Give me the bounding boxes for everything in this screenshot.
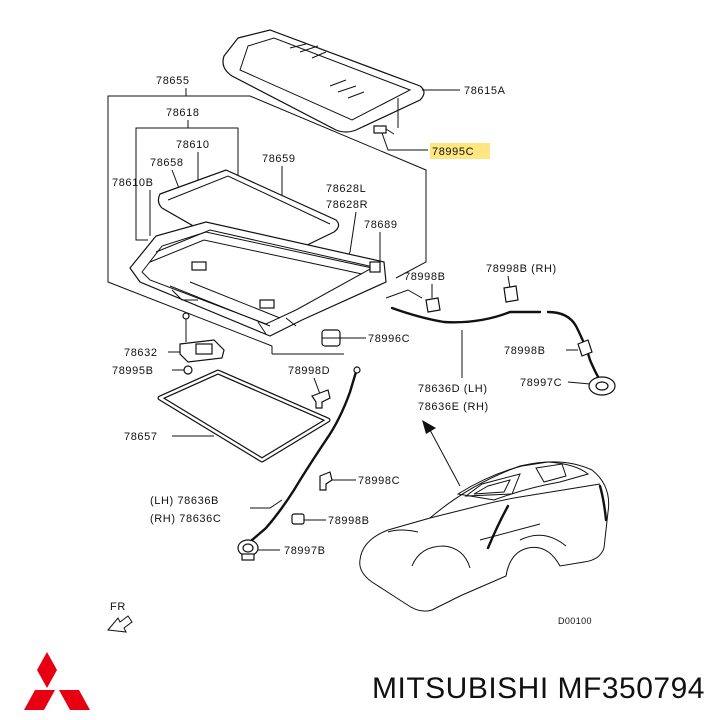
label-78998c: 78998C bbox=[358, 475, 400, 487]
clip-78998c bbox=[319, 471, 333, 491]
label-78997c: 78997C bbox=[520, 377, 562, 389]
label-78995b: 78995B bbox=[112, 365, 154, 377]
label-78628r: 78628R bbox=[326, 199, 368, 211]
label-78636c: (RH) 78636C bbox=[150, 513, 221, 525]
label-78998b-c: 78998B bbox=[328, 515, 370, 527]
label-78998b-a: 78998B bbox=[404, 271, 446, 283]
label-78636b: (LH) 78636B bbox=[150, 495, 219, 507]
car-illustration bbox=[359, 461, 610, 612]
highlight-78995c bbox=[430, 143, 490, 159]
screw-78995c bbox=[373, 125, 395, 135]
screw-78995b bbox=[183, 365, 193, 375]
drain-hose-front bbox=[250, 370, 358, 542]
label-78655: 78655 bbox=[156, 75, 190, 87]
label-78657: 78657 bbox=[124, 431, 158, 443]
clip-78998b-right bbox=[577, 339, 593, 357]
three-diamond-logo bbox=[24, 652, 90, 710]
clip-78998b-rh bbox=[503, 285, 519, 303]
brand-caption: MITSUBISHI MF350794 bbox=[372, 672, 705, 705]
label-78636e: 78636E (RH) bbox=[418, 401, 489, 413]
grommet-78996c bbox=[321, 329, 341, 347]
drain-hose-rear-left bbox=[390, 306, 542, 324]
weatherstrip-78657 bbox=[157, 369, 331, 463]
label-78610: 78610 bbox=[176, 139, 210, 151]
drain-hose-rear-right bbox=[546, 310, 602, 382]
grommet-78997b bbox=[237, 539, 259, 561]
label-78996c: 78996C bbox=[368, 333, 410, 345]
front-arrow-icon bbox=[107, 615, 133, 633]
label-78997b: 78997B bbox=[284, 545, 326, 557]
label-78610b: 78610B bbox=[112, 177, 154, 189]
label-78615a: 78615A bbox=[464, 85, 506, 97]
fr-label: FR bbox=[110, 601, 126, 613]
label-78659: 78659 bbox=[262, 153, 296, 165]
sunroof-glass bbox=[222, 29, 425, 133]
label-78636d: 78636D (LH) bbox=[418, 383, 488, 395]
grommet-78997c bbox=[588, 376, 616, 396]
clip-78998b-lower bbox=[291, 513, 305, 525]
sunroof-frame bbox=[129, 221, 387, 337]
clip-78998d bbox=[311, 389, 331, 409]
label-78658: 78658 bbox=[150, 157, 184, 169]
label-78628l: 78628L bbox=[326, 183, 366, 195]
diagram-code: D00100 bbox=[558, 616, 592, 626]
label-78998b-rh: 78998B (RH) bbox=[486, 263, 557, 275]
clip-78998b-upper bbox=[425, 297, 441, 313]
label-78689: 78689 bbox=[364, 219, 398, 231]
label-78998d: 78998D bbox=[288, 365, 330, 377]
label-78995c: 78995C bbox=[432, 146, 474, 158]
pointer-arrow bbox=[422, 420, 461, 487]
label-78618: 78618 bbox=[166, 107, 200, 119]
label-78998b-b: 78998B bbox=[504, 345, 546, 357]
drive-motor-78632 bbox=[179, 339, 225, 363]
label-78632: 78632 bbox=[124, 347, 158, 359]
